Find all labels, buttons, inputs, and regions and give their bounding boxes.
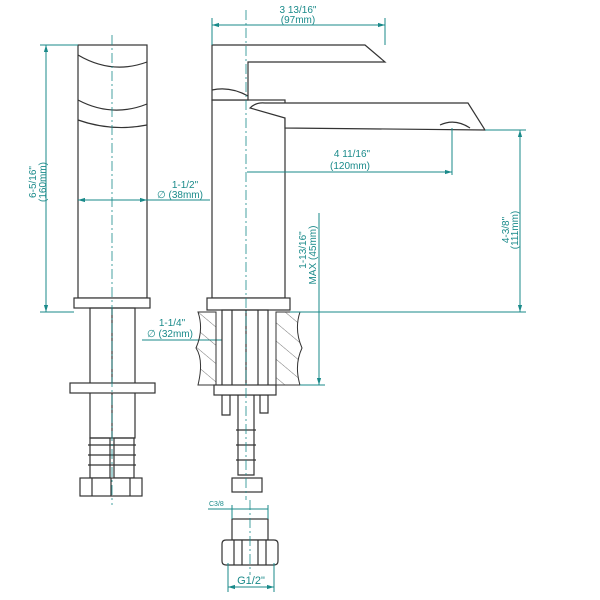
dim-max-deck-metric: MAX (45mm) bbox=[308, 226, 319, 285]
dim-width-metric: (97mm) bbox=[281, 15, 315, 26]
dim-body-diameter-metric: ∅ (38mm) bbox=[157, 190, 203, 201]
dim-reach-imperial: 4 11/16" bbox=[334, 149, 371, 160]
dim-overall-width: 3 13/16" (97mm) bbox=[211, 5, 386, 45]
dim-total-height-imperial: 6-5/16" bbox=[28, 166, 39, 198]
dim-spout-height-metric: (111mm) bbox=[510, 211, 521, 250]
dim-shank-metric: ∅ (32mm) bbox=[147, 329, 193, 340]
dim-max-deck: 1-13/16" MAX (45mm) bbox=[298, 213, 325, 386]
dim-spout-reach: 4 11/16" (120mm) bbox=[247, 128, 453, 175]
dim-body-diameter-imperial: 1-1/2" bbox=[172, 180, 199, 191]
dim-shank-imperial: 1-1/4" bbox=[159, 318, 186, 329]
dim-total-height: 6-5/16" (160mm) bbox=[28, 44, 78, 313]
front-view bbox=[69, 35, 156, 505]
dim-total-height-metric: (160mm) bbox=[38, 162, 49, 202]
dim-width-imperial: 3 13/16" bbox=[280, 5, 317, 16]
dim-max-deck-imperial: 1-13/16" bbox=[298, 231, 309, 269]
hoses bbox=[79, 437, 143, 497]
adapter-fitting: C3/8 G1/2" bbox=[208, 500, 279, 592]
countertop-section bbox=[195, 311, 303, 386]
dim-body-diameter: 1-1/2" ∅ (38mm) bbox=[78, 180, 210, 203]
inlet-thread-label: C3/8 bbox=[209, 501, 224, 508]
dim-spout-height: 4-3/8" (111mm) bbox=[290, 129, 526, 313]
side-view bbox=[195, 10, 487, 500]
dim-reach-metric: (120mm) bbox=[330, 161, 370, 172]
dim-spout-height-imperial: 4-3/8" bbox=[501, 216, 512, 243]
outlet-thread-label: G1/2" bbox=[237, 575, 265, 587]
